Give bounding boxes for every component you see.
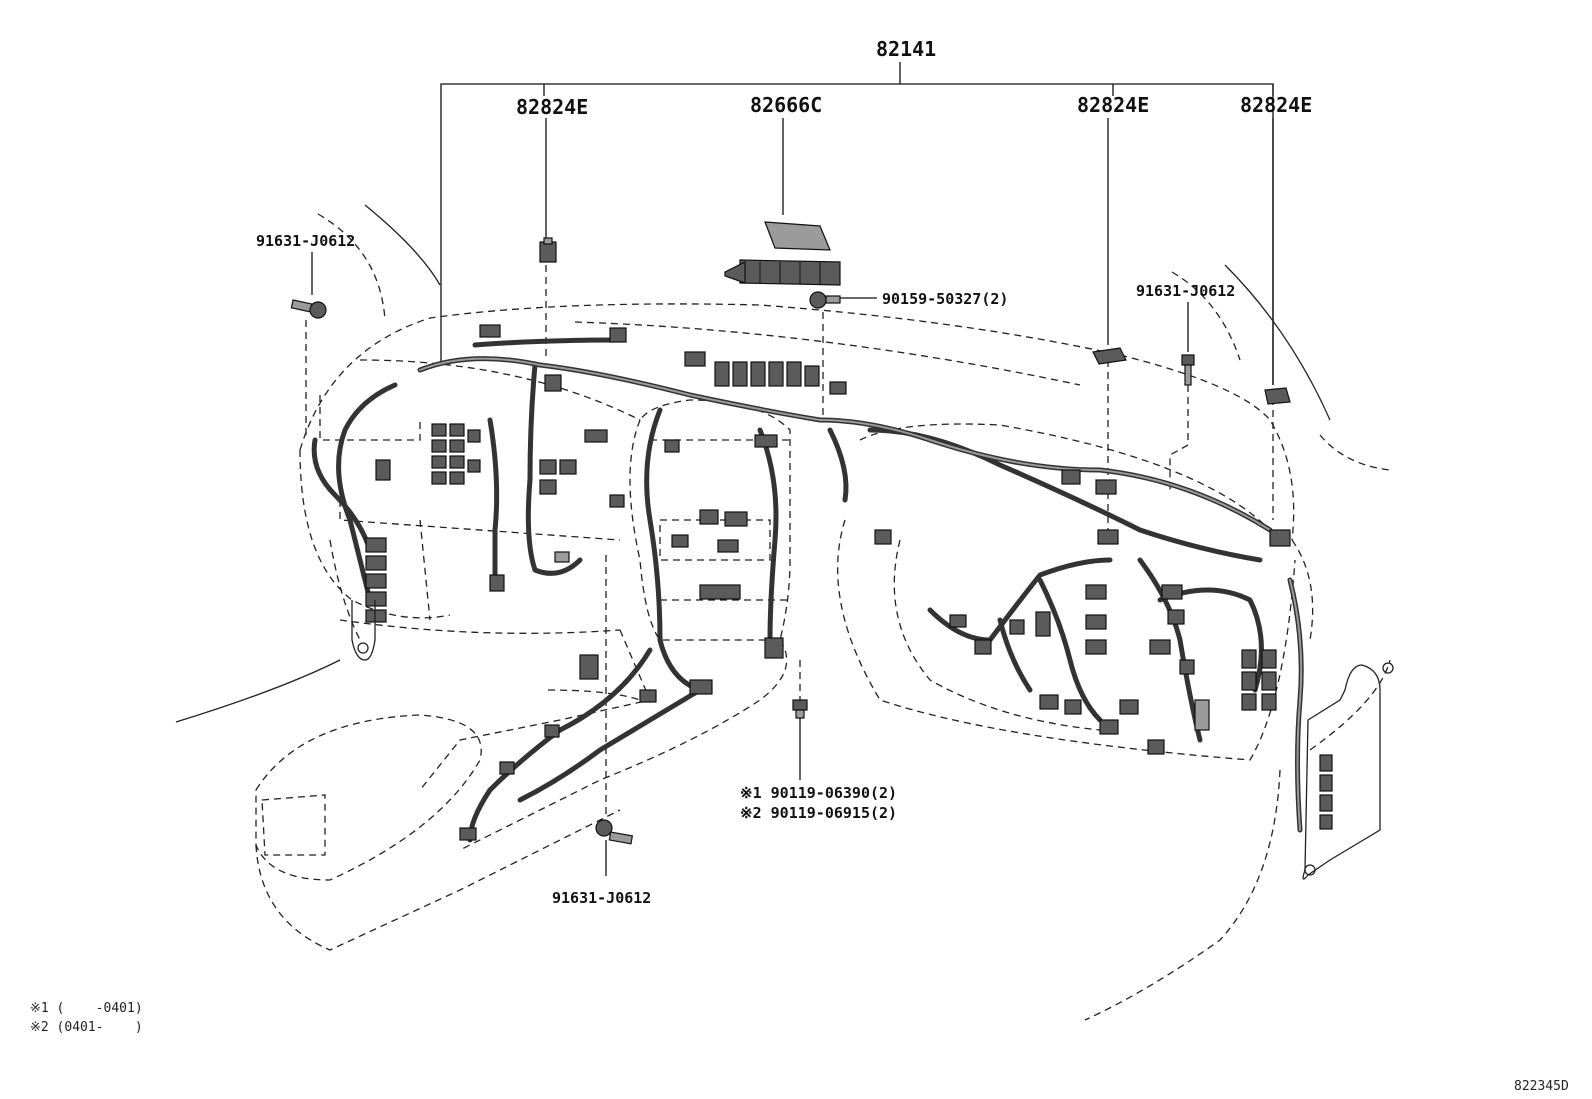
footnote-1: ※1 ( -0401)	[30, 1001, 143, 1016]
clamp-82824e-left-part	[539, 237, 557, 263]
label-clamp-left: 82824E	[516, 95, 588, 119]
clamp-82824e-mid-part	[1092, 347, 1127, 365]
bolt-left-part	[290, 299, 327, 319]
label-bolt-right: 91631-J0612	[1136, 282, 1235, 300]
screw-top-part	[809, 291, 841, 309]
label-screw-variant-2: ※2 90119-06915(2)	[740, 804, 897, 822]
label-screw-variant-1: ※1 90119-06390(2)	[740, 784, 897, 802]
label-bolt-left: 91631-J0612	[256, 232, 355, 250]
bolt-right-part	[1181, 354, 1195, 386]
label-clamp-mid: 82824E	[1077, 93, 1149, 117]
label-clamp-right: 82824E	[1240, 93, 1312, 117]
bolt-bottom-part	[595, 819, 634, 845]
screw-variant-part	[792, 699, 808, 719]
label-relay-block: 82666C	[750, 93, 822, 117]
label-screw-top: 90159-50327(2)	[882, 290, 1008, 308]
body-outline	[175, 204, 1391, 1021]
clamp-82824e-right-part	[1264, 387, 1291, 405]
side-brackets	[351, 600, 1394, 880]
label-bolt-bottom: 91631-J0612	[552, 889, 651, 907]
label-assembly: 82141	[876, 37, 936, 61]
relay-block-82666c-part	[724, 221, 841, 286]
footnote-2: ※2 (0401- )	[30, 1020, 143, 1035]
connectors	[365, 324, 1333, 841]
wiring-harness	[311, 337, 1304, 843]
figure-id: 822345D	[1514, 1079, 1569, 1094]
